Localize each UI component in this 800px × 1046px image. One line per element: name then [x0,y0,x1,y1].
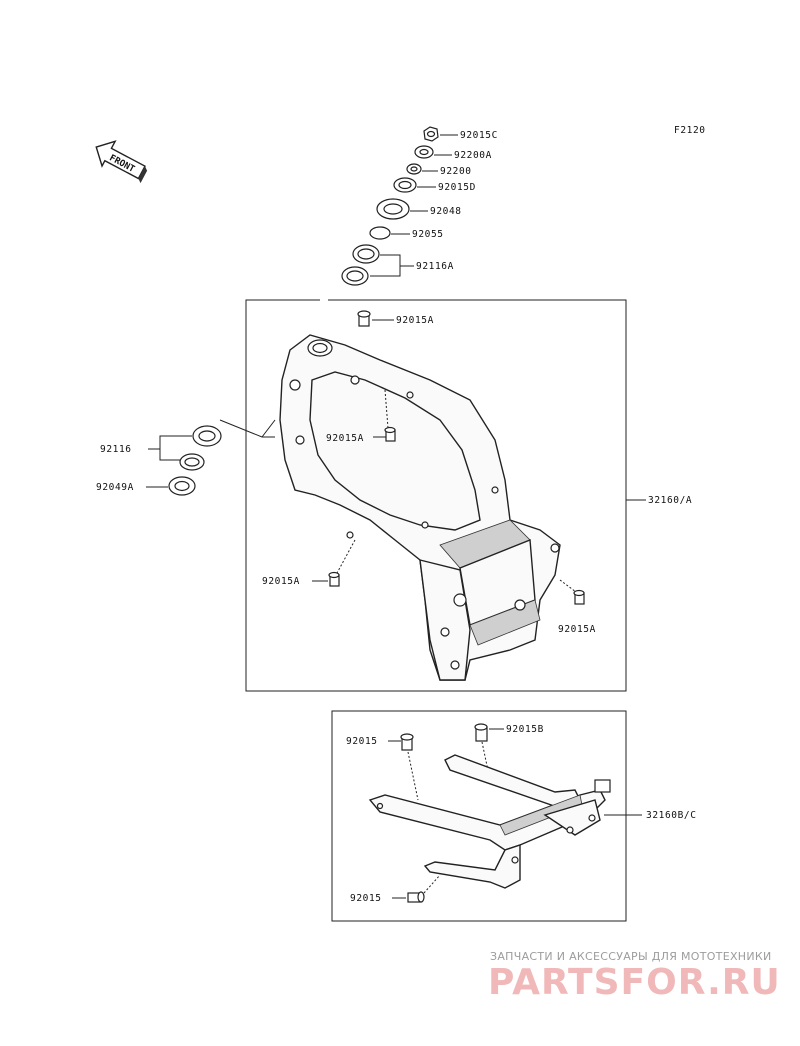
frame-body [279,334,561,681]
oring-92055 [369,226,391,240]
label-92015-sub-top: 92015 [346,736,378,747]
label-92049A: 92049A [96,482,134,493]
label-92015B: 92015B [506,724,544,735]
label-32160A: 32160/A [648,495,692,506]
subframe-body [368,754,611,889]
watermark-logo: PARTSFOR.RU [488,962,781,1003]
label-92116: 92116 [100,444,132,455]
frame-box [245,299,627,692]
watermark-tagline: ЗАПЧАСТИ И АКСЕССУАРЫ ДЛЯ МОТОТЕХНИКИ [490,950,772,963]
label-92200A: 92200A [454,150,492,161]
bolt-92015B [474,723,488,742]
label-92200: 92200 [440,166,472,177]
plug-92015A-left [328,571,340,587]
plug-92015A-mid [384,426,396,442]
label-32160B: 32160B/C [646,810,697,821]
bolt-92015-bottom [407,891,425,903]
label-92015A-left: 92015A [262,576,300,587]
bearing-92116 [179,425,222,471]
races-92116A [341,244,380,286]
label-92015C: 92015C [460,130,498,141]
steering-stem-parts: 92015C 92200A 92200 92015D 92048 92055 [341,126,498,286]
plug-92015A-right [573,589,585,605]
figure-code: F2120 [674,125,706,136]
plug-92015A-top [357,310,371,327]
stem-nut [423,126,439,142]
bolt-92015-top [400,733,414,751]
label-92015A-right: 92015A [558,624,596,635]
label-92015A-top: 92015A [396,315,434,326]
subframe-box [331,710,627,922]
label-92116A: 92116A [416,261,454,272]
label-92055: 92055 [412,229,444,240]
label-92015D: 92015D [438,182,476,193]
label-92015-sub-bottom: 92015 [350,893,382,904]
label-92048: 92048 [430,206,462,217]
label-92015A-mid: 92015A [326,433,364,444]
seal-92049A [168,476,196,496]
front-arrow-icon: FRONT [95,140,148,184]
